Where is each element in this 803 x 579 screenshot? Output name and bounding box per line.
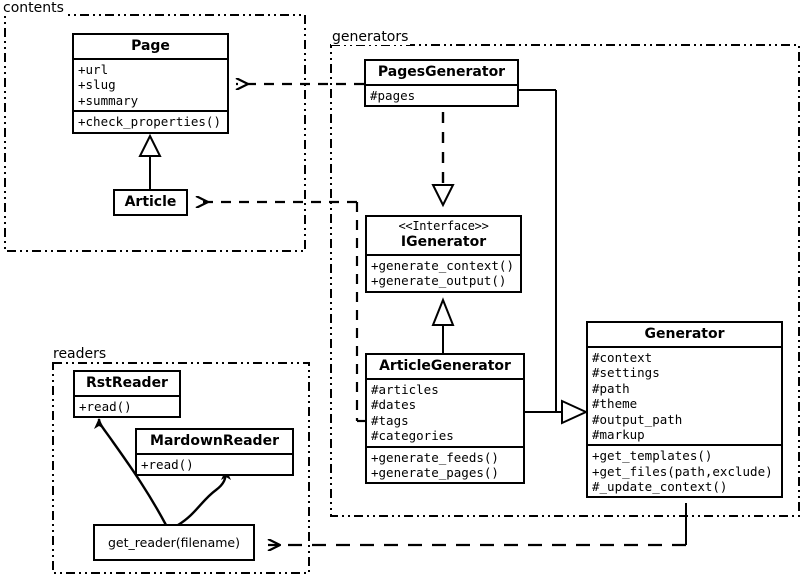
- class-box-markdown-reader[interactable]: MardownReader +read(): [135, 428, 294, 477]
- function-label-get-reader: get_reader(filename): [108, 535, 240, 550]
- method-get-files: +get_files(path,exclude): [592, 463, 773, 479]
- attribute-slug: +slug: [78, 77, 116, 93]
- method-check-properties: +check_properties(): [78, 114, 221, 130]
- class-attributes-generator: #context #settings #path #theme #output_…: [588, 346, 781, 444]
- class-name-markdown-reader: MardownReader: [150, 433, 279, 449]
- class-box-igenerator[interactable]: <<Interface>> IGenerator +generate_conte…: [365, 215, 522, 293]
- class-name-igenerator: <<Interface>> IGenerator: [367, 217, 520, 254]
- package-label-contents: contents: [2, 0, 66, 16]
- class-name-article: Article: [124, 194, 177, 210]
- method-generate-feeds: +generate_feeds(): [371, 449, 499, 465]
- attribute-tags: #tags: [371, 412, 409, 428]
- method-get-templates: +get_templates(): [592, 448, 713, 464]
- attribute-dates: #dates: [371, 397, 417, 413]
- attribute-articles: #articles: [371, 382, 439, 398]
- function-box-get-reader[interactable]: get_reader(filename): [93, 524, 255, 561]
- package-label-generators: generators: [331, 29, 411, 45]
- attribute-path: #path: [592, 380, 630, 396]
- attribute-output-path: #output_path: [592, 411, 683, 427]
- class-methods-igenerator: +generate_context() +generate_output(): [367, 253, 520, 291]
- class-name-rst-reader: RstReader: [86, 375, 168, 391]
- method-update-context: #_update_context(): [592, 479, 728, 495]
- attribute-summary: +summary: [78, 92, 139, 108]
- class-methods-markdown-reader: +read(): [137, 453, 292, 474]
- method-generate-context: +generate_context(): [371, 257, 514, 273]
- class-name-page: Page: [131, 38, 170, 54]
- class-box-page[interactable]: Page +url +slug +summary +check_properti…: [72, 33, 229, 134]
- attribute-markup: #markup: [592, 426, 645, 442]
- class-name-pages-generator: PagesGenerator: [377, 64, 506, 80]
- rel-articlegen-igenerator: [431, 297, 455, 355]
- class-methods-rst-reader: +read(): [75, 395, 179, 416]
- class-attributes-article-generator: #articles #dates #tags #categories: [367, 378, 523, 446]
- class-attributes-pages-generator: #pages: [366, 84, 517, 105]
- class-box-rst-reader[interactable]: RstReader +read(): [73, 370, 181, 419]
- rel-getreader-markdownreader: [177, 469, 231, 527]
- class-box-article-generator[interactable]: ArticleGenerator #articles #dates #tags …: [365, 353, 525, 485]
- attribute-context: #context: [592, 350, 653, 366]
- class-box-pages-generator[interactable]: PagesGenerator #pages: [364, 59, 519, 108]
- attribute-theme: #theme: [592, 396, 638, 412]
- attribute-pages: #pages: [370, 88, 416, 104]
- attribute-settings: #settings: [592, 365, 660, 381]
- class-box-generator[interactable]: Generator #context #settings #path #them…: [586, 321, 783, 499]
- rel-article-page: [138, 133, 162, 189]
- attribute-url: +url: [78, 62, 109, 78]
- class-methods-generator: +get_templates() +get_files(path,exclude…: [588, 444, 781, 496]
- method-generate-pages: +generate_pages(): [371, 464, 499, 480]
- class-attributes-page: +url +slug +summary: [74, 58, 227, 110]
- method-read-markdown: +read(): [141, 457, 194, 473]
- rel-generator-getreader: [268, 503, 687, 545]
- class-methods-article-generator: +generate_feeds() +generate_pages(): [367, 445, 523, 483]
- method-generate-output: +generate_output(): [371, 273, 507, 289]
- class-name-generator: Generator: [644, 326, 725, 342]
- package-label-readers: readers: [52, 346, 109, 362]
- class-name-article-generator: ArticleGenerator: [379, 358, 511, 374]
- class-box-article[interactable]: Article: [113, 189, 188, 217]
- class-methods-page: +check_properties(): [74, 110, 227, 131]
- rel-generators-to-generator: [519, 89, 589, 425]
- stereotype-interface: <<Interface>>: [398, 219, 489, 233]
- method-read-rst: +read(): [79, 399, 132, 415]
- attribute-categories: #categories: [371, 428, 454, 444]
- class-name-igenerator-text: IGenerator: [400, 233, 487, 250]
- rel-pagesgen-igenerator: [431, 112, 455, 208]
- rel-articlegen-article: [196, 202, 365, 423]
